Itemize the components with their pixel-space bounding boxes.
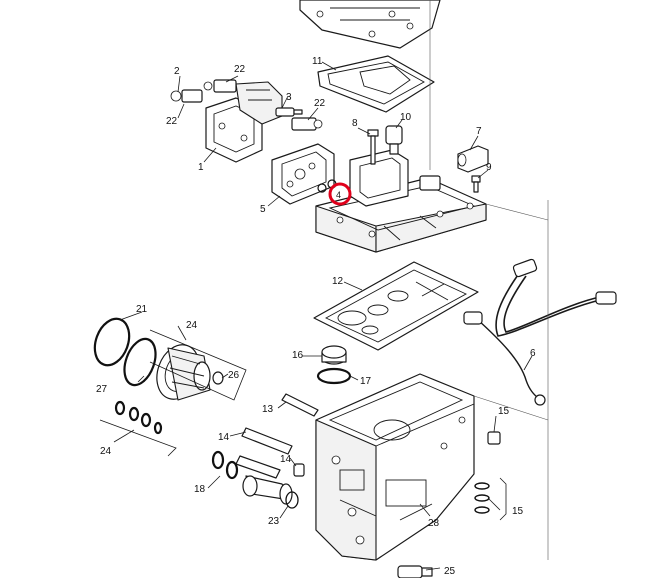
callout-14-b: 14: [218, 432, 230, 443]
fitting-22-left: [170, 89, 203, 103]
callout-3: 3: [286, 92, 292, 103]
bolt-15-right: [487, 431, 501, 445]
callout-14-a: 13: [262, 404, 274, 415]
valve-bracket-1: [205, 81, 283, 163]
screw-9: [471, 175, 481, 193]
callout-15-b: 15: [498, 406, 510, 417]
callout-2: 2: [174, 66, 180, 77]
callout-7: 7: [476, 126, 482, 137]
callout-22-b: 22: [166, 116, 178, 127]
callout-1: 1: [198, 162, 204, 173]
callout-13: 21: [136, 304, 148, 315]
callout-22-c: 22: [314, 98, 326, 109]
screw-3: [275, 107, 303, 117]
cap-16: [321, 345, 347, 365]
pin-14-lower: [235, 427, 293, 479]
fitting-22-right: [291, 117, 323, 131]
callout-24-b: 24: [100, 446, 112, 457]
callout-11: 11: [312, 56, 323, 67]
nut-26: [212, 371, 224, 385]
valve-plate-5: [271, 143, 335, 205]
leader-lines: [99, 0, 549, 571]
callout-10: 10: [400, 112, 412, 123]
callout-16: 16: [292, 350, 304, 361]
callout-5: 5: [260, 204, 266, 215]
callout-4: 4: [336, 190, 341, 200]
callout-25: 25: [444, 566, 456, 577]
o-ring-13: [93, 317, 131, 367]
highlight-marker[interactable]: 4: [328, 182, 352, 206]
gasket-12: [313, 261, 479, 351]
pin-14-upper: [281, 393, 319, 417]
cylinder-assembly-24: [156, 344, 211, 401]
top-cover-plate: [299, 0, 441, 49]
callout-12: 12: [332, 276, 344, 287]
fitting-25: [397, 565, 433, 578]
callout-18: 15: [512, 506, 524, 517]
plug-10: [385, 125, 403, 155]
callout-15-a: 14: [280, 454, 292, 465]
actuator-21: [211, 450, 293, 505]
callout-labels: 2 22 22 3 22 1 5 11 8 10 7 9 12 6 16 17 …: [96, 56, 536, 577]
gasket-11: [317, 55, 435, 113]
callout-8: 8: [352, 118, 358, 129]
lower-valve-housing: [315, 373, 475, 561]
callout-17: 17: [360, 376, 372, 387]
o-ring-27: [123, 337, 157, 387]
callout-9: 9: [486, 162, 492, 173]
callout-6: 6: [530, 348, 536, 359]
ring-17: [316, 367, 352, 385]
ring-23: [285, 491, 299, 509]
bolt-15-left: [293, 463, 305, 477]
callout-24-a: 24: [186, 320, 198, 331]
wiring-harness-6: [463, 258, 617, 406]
connector-7: [457, 145, 489, 173]
highlight-ring[interactable]: [328, 182, 352, 206]
callout-28: 28: [428, 518, 440, 529]
callout-21: 18: [194, 484, 206, 495]
fitting-22-top: [203, 79, 237, 93]
seal-rings-24: [114, 400, 163, 435]
callout-26: 26: [228, 370, 240, 381]
callout-22-a: 22: [234, 64, 246, 75]
callout-27: 27: [96, 384, 108, 395]
callout-23: 23: [268, 516, 280, 527]
rings-18: [474, 482, 490, 514]
